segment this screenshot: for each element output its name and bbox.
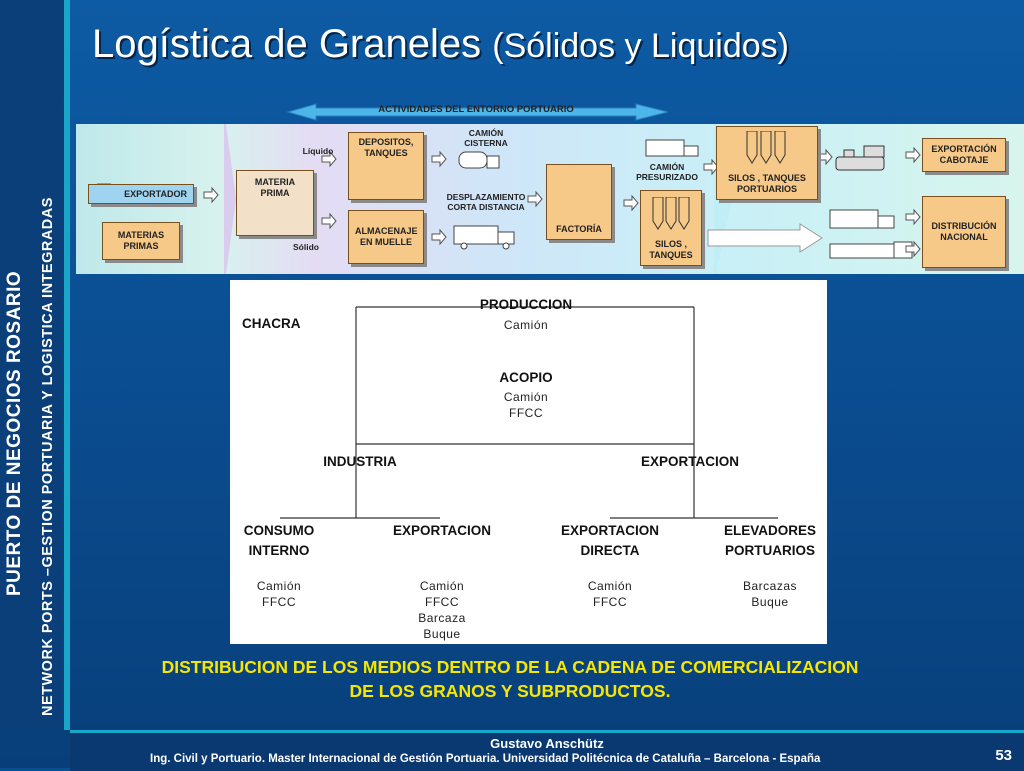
- distribution-tree: PRODUCCION Camión CHACRA ACOPIO Camión F…: [230, 280, 827, 644]
- factoria-label: FACTORÍA: [556, 224, 602, 234]
- footer-credits: Ing. Civil y Portuario. Master Internaci…: [150, 753, 821, 765]
- desplazamiento-label: DESPLAZAMIENTO CORTA DISTANCIA: [446, 192, 526, 212]
- node-elevadores: ELEVADORES PORTUARIOS: [723, 523, 816, 558]
- page-number: 53: [995, 747, 1012, 764]
- sidebar-main-text: PUERTO DE NEGOCIOS ROSARIO: [4, 270, 25, 596]
- box-depositos: DEPOSITOS, TANQUES: [348, 132, 424, 200]
- node-exportacion-ind-sub: Camión FFCC Barcaza Buque: [418, 579, 466, 641]
- solido-label: Sólido: [293, 242, 319, 252]
- node-exportacion-directa-sub: Camión FFCC: [587, 579, 633, 609]
- silos-port-icon: [746, 131, 786, 164]
- node-exportacion-directa: EXPORTACION DIRECTA: [560, 523, 659, 558]
- sidebar-sub-text: NETWORK PORTS –GESTION PORTUARIA Y LOGIS…: [40, 197, 56, 716]
- box-factoria: FACTORÍA: [546, 164, 612, 240]
- camion-cisterna-label: CAMIÓN CISTERNA: [464, 128, 508, 148]
- liquido-label: Líquido: [302, 146, 334, 156]
- node-chacra: CHACRA: [242, 316, 301, 331]
- big-right-arrow: [707, 223, 823, 253]
- box-exportacion-cabotaje: EXPORTACIÓN CABOTAJE: [922, 138, 1006, 172]
- materia-prima-label: MATERIA PRIMA: [254, 177, 296, 198]
- node-exportacion-top: EXPORTACION: [640, 454, 739, 469]
- silos-tanques-label: SILOS , TANQUES: [649, 239, 693, 260]
- footer: Gustavo Anschütz Ing. Civil y Portuario.…: [70, 730, 1024, 771]
- truck-icon: [453, 139, 913, 259]
- node-produccion: PRODUCCION: [479, 297, 573, 312]
- node-acopio-sub: Camión FFCC: [503, 390, 549, 420]
- title-sub: (Sólidos y Liquidos): [492, 27, 789, 65]
- box-exportador: EXPORTADOR: [88, 184, 194, 204]
- materias-primas-label: MATERIAS PRIMAS: [117, 230, 165, 251]
- node-consumo: CONSUMO INTERNO: [243, 523, 315, 558]
- sidebar: [0, 0, 70, 730]
- logistics-flow-diagram: ACTIVIDADES DEL ENTORNO PORTUARIO EXPORT…: [76, 102, 1024, 274]
- node-exportacion-ind: EXPORTACION: [392, 523, 491, 538]
- almacenaje-label: ALMACENAJE EN MUELLE: [355, 226, 418, 247]
- footer-author: Gustavo Anschütz: [490, 736, 604, 751]
- exportador-label: EXPORTADOR: [124, 188, 187, 199]
- box-silos-tanques: SILOS , TANQUES: [640, 190, 702, 266]
- node-produccion-sub: Camión: [503, 318, 549, 332]
- depositos-label: DEPOSITOS, TANQUES: [358, 137, 414, 158]
- node-industria: INDUSTRIA: [323, 454, 397, 469]
- node-acopio: ACOPIO: [499, 370, 553, 385]
- page-title: Logística de Graneles (Sólidos y Liquido…: [92, 22, 789, 67]
- box-materia-prima: MATERIA PRIMA: [236, 170, 314, 236]
- box-materias-primas: MATERIAS PRIMAS: [102, 222, 180, 260]
- sidebar-accent-strip: [64, 0, 70, 730]
- distribucion-nacional-label: DISTRIBUCIÓN NACIONAL: [931, 221, 997, 242]
- flow-arrows: [97, 146, 921, 258]
- node-consumo-sub: Camión FFCC: [256, 579, 302, 609]
- tree-lines: [280, 306, 778, 519]
- node-elevadores-sub: Barcazas Buque: [742, 579, 798, 609]
- silos-portuarios-label: SILOS , TANQUES PORTUARIOS: [728, 173, 806, 194]
- box-silos-portuarios: SILOS , TANQUES PORTUARIOS: [716, 126, 818, 200]
- box-distribucion-nacional: DISTRIBUCIÓN NACIONAL: [922, 196, 1006, 268]
- banner-label: ACTIVIDADES DEL ENTORNO PORTUARIO: [378, 104, 574, 115]
- exportacion-cabotaje-label: EXPORTACIÓN CABOTAJE: [931, 144, 997, 165]
- box-almacenaje: ALMACENAJE EN MUELLE: [348, 210, 424, 264]
- silos-icon: [652, 197, 690, 230]
- title-main: Logística de Graneles: [92, 22, 482, 66]
- banner-arrow: [286, 103, 669, 121]
- camion-presurizado-label: CAMIÓN PRESURIZADO: [636, 162, 698, 182]
- caption: DISTRIBUCION DE LOS MEDIOS DENTRO DE LA …: [161, 657, 859, 701]
